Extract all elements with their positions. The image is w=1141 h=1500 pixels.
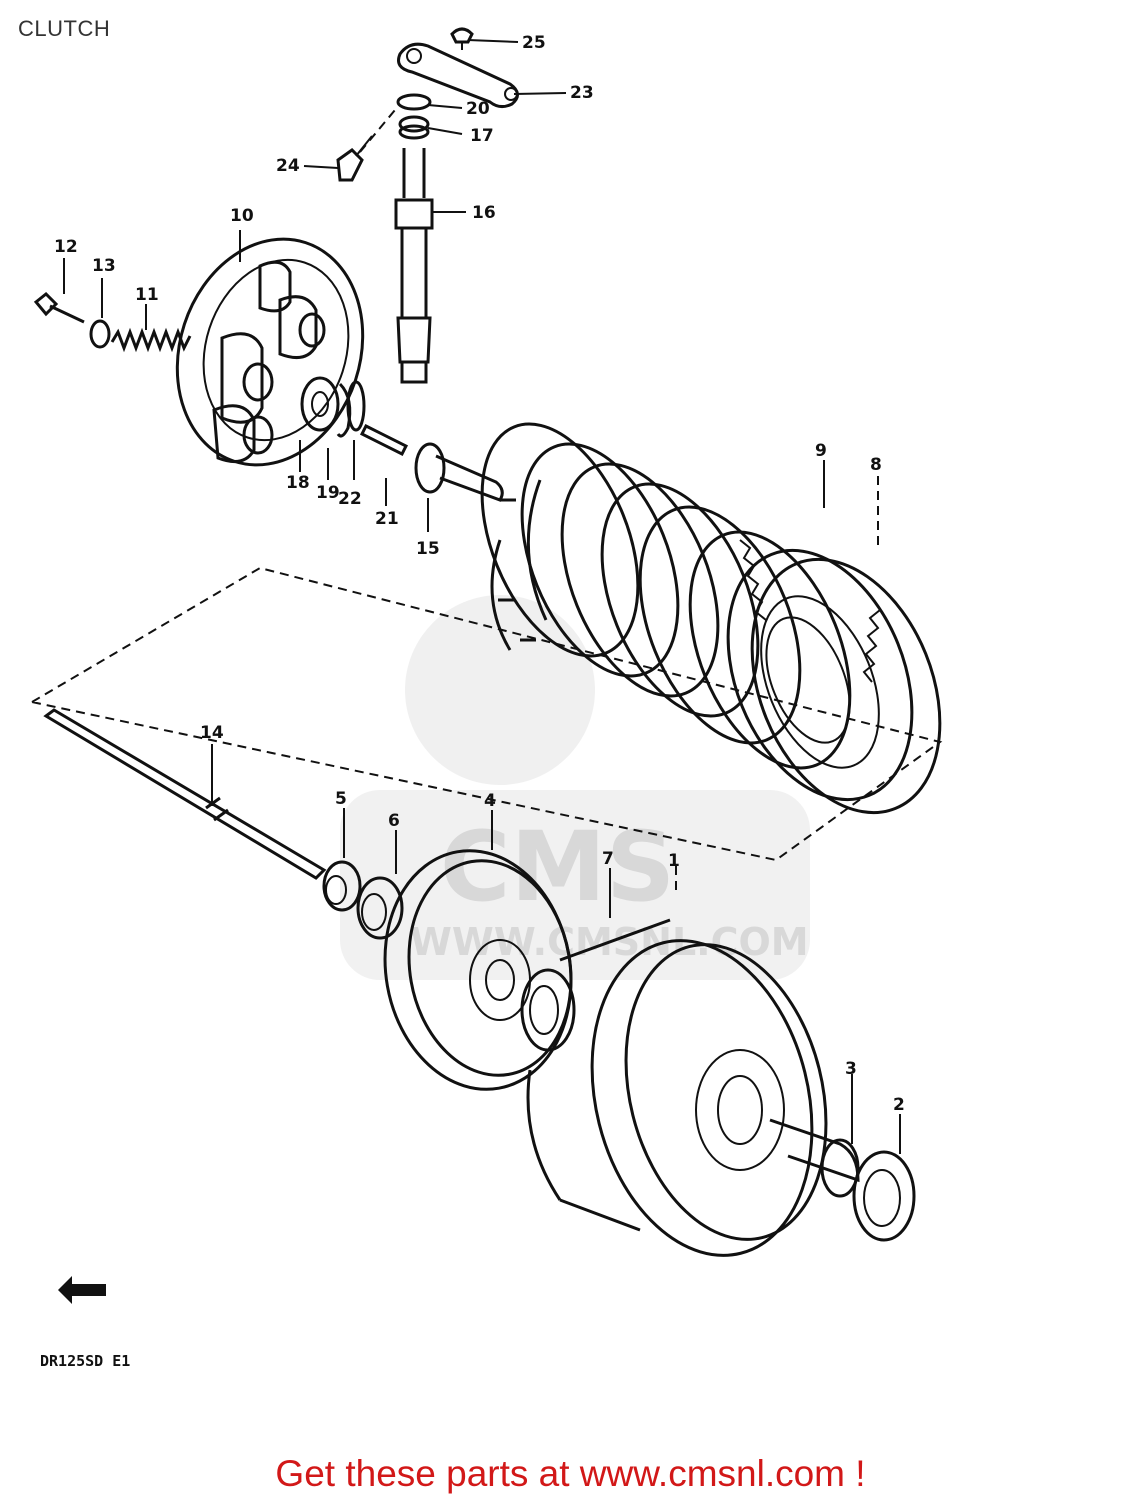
callout-23: 23 xyxy=(570,83,594,103)
callout-25: 25 xyxy=(522,33,546,53)
callout-4: 4 xyxy=(484,791,496,811)
callout-leaders xyxy=(63,39,901,1154)
callout-10: 10 xyxy=(230,206,254,226)
callout-21: 21 xyxy=(375,509,399,529)
callout-12: 12 xyxy=(54,237,78,257)
page-title: CLUTCH xyxy=(18,16,111,41)
assembly-group-outline xyxy=(29,566,943,862)
callout-5: 5 xyxy=(335,789,347,809)
callout-13: 13 xyxy=(92,256,116,276)
callout-1: 1 xyxy=(668,851,680,871)
clutch-plate-stack xyxy=(480,422,942,815)
release-lever-assembly xyxy=(336,27,519,384)
callout-18: 18 xyxy=(286,473,310,493)
callout-22: 22 xyxy=(338,489,362,509)
watermark-logo-text: CMS xyxy=(440,811,675,923)
callout-6: 6 xyxy=(388,811,400,831)
callout-7: 7 xyxy=(602,849,614,869)
callout-labels: 25 23 20 17 24 16 10 12 13 11 18 19 22 2… xyxy=(54,33,905,1115)
callout-3: 3 xyxy=(845,1059,857,1079)
callout-19: 19 xyxy=(316,483,340,503)
callout-24: 24 xyxy=(276,156,300,176)
footer-parts-link[interactable]: Get these parts at www.cmsnl.com ! xyxy=(275,1453,866,1494)
callout-17: 17 xyxy=(470,126,494,146)
callout-9: 9 xyxy=(815,441,827,461)
callout-14: 14 xyxy=(200,723,224,743)
pressure-plate-assembly xyxy=(33,237,504,502)
primary-driven-assembly xyxy=(43,708,916,1257)
callout-2: 2 xyxy=(893,1095,905,1115)
callout-11: 11 xyxy=(135,285,159,305)
front-arrow-icon xyxy=(58,1276,106,1304)
callout-16: 16 xyxy=(472,203,496,223)
callout-20: 20 xyxy=(466,99,490,119)
callout-15: 15 xyxy=(416,539,440,559)
callout-8: 8 xyxy=(870,455,882,475)
model-code: DR125SD E1 xyxy=(40,1352,131,1370)
